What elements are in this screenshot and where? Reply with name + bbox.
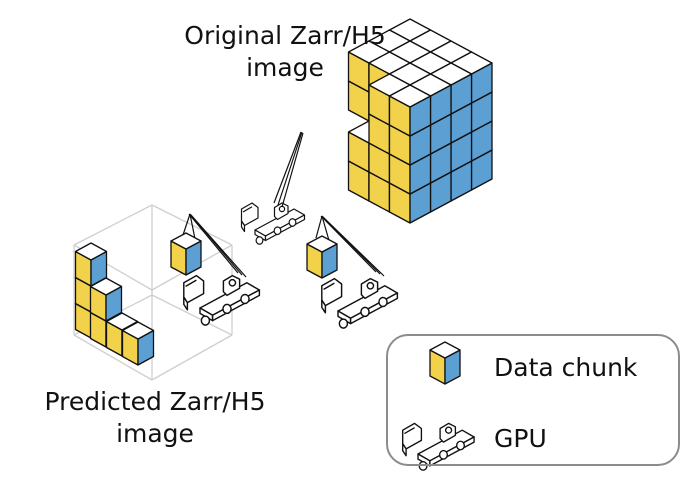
crane-pivot	[444, 426, 453, 434]
predicted-image-label: Predicted Zarr/H5 image	[10, 386, 300, 450]
truck-wheel	[338, 318, 349, 329]
truck-wheel	[222, 303, 232, 315]
original-chunk	[388, 84, 432, 137]
cube-top-face	[429, 341, 461, 359]
truck-wheel	[240, 293, 250, 305]
gpu-crane-group	[170, 131, 399, 329]
crane-boom	[273, 131, 304, 208]
truck-window	[323, 282, 335, 291]
truck-wheel	[255, 236, 264, 245]
cube-top-face	[74, 242, 108, 261]
carried-chunk-left	[170, 232, 202, 276]
crane-truck-icon	[402, 422, 475, 471]
truck-wheel	[455, 440, 466, 451]
original-image-block	[347, 18, 493, 224]
boom-line	[188, 213, 239, 274]
predicted-chunk	[89, 277, 123, 322]
legend-icons	[402, 341, 475, 471]
boom-line	[322, 216, 385, 277]
carried-chunk-right	[306, 235, 338, 279]
wireframe-edge	[73, 204, 153, 246]
truck-window	[185, 279, 197, 288]
boom-line	[277, 131, 303, 206]
truck-window	[404, 427, 415, 435]
predicted-label-line2: image	[116, 419, 194, 448]
crane-truck-icon	[183, 274, 261, 326]
wireframe-edge	[73, 334, 153, 381]
cube-top-face	[388, 84, 432, 108]
boom-line	[320, 215, 377, 273]
cube-top-face	[306, 235, 338, 253]
truck-cab	[240, 202, 259, 227]
truck-window	[242, 206, 253, 213]
crane-pivot	[228, 278, 237, 287]
truck-cab-side	[183, 296, 189, 311]
truck-cab-side	[321, 299, 327, 314]
predicted-chunk	[74, 242, 108, 287]
legend-chunk-label: Data chunk	[494, 353, 638, 382]
crane-truck-icon	[240, 202, 306, 245]
truck-wheel	[273, 226, 282, 236]
cube-top-face	[121, 321, 155, 340]
crane-pivot	[366, 281, 375, 290]
wireframe-edge	[151, 294, 233, 336]
truck-wheel	[200, 315, 211, 326]
boom-line	[190, 214, 247, 278]
truck-wheel	[360, 306, 370, 318]
crane-cable	[315, 215, 323, 239]
truck-wheel	[438, 449, 449, 460]
truck-wheel	[288, 218, 297, 227]
legend-gpu-label: GPU	[494, 424, 547, 453]
original-label-line2: image	[246, 53, 324, 82]
crane-pivot	[278, 205, 286, 213]
wireframe-edge	[151, 334, 233, 381]
cube-top-face	[170, 232, 202, 250]
predicted-label-line1: Predicted Zarr/H5	[44, 387, 266, 416]
cube-top-face	[89, 277, 123, 296]
predicted-image-block	[74, 242, 155, 366]
cube-top-face	[105, 312, 139, 331]
truck-cab	[321, 277, 343, 307]
boom-line	[273, 131, 302, 204]
original-image-label: Original Zarr/H5 image	[150, 20, 420, 84]
data-chunk-icon	[429, 341, 461, 385]
truck-cab-side	[240, 220, 246, 233]
crane-truck-icon	[321, 277, 399, 329]
truck-wheel	[378, 296, 388, 308]
predicted-chunk	[121, 321, 155, 366]
truck-cab	[183, 274, 205, 304]
boom-line	[281, 132, 304, 208]
legend	[386, 334, 680, 466]
original-label-line1: Original Zarr/H5	[184, 21, 386, 50]
